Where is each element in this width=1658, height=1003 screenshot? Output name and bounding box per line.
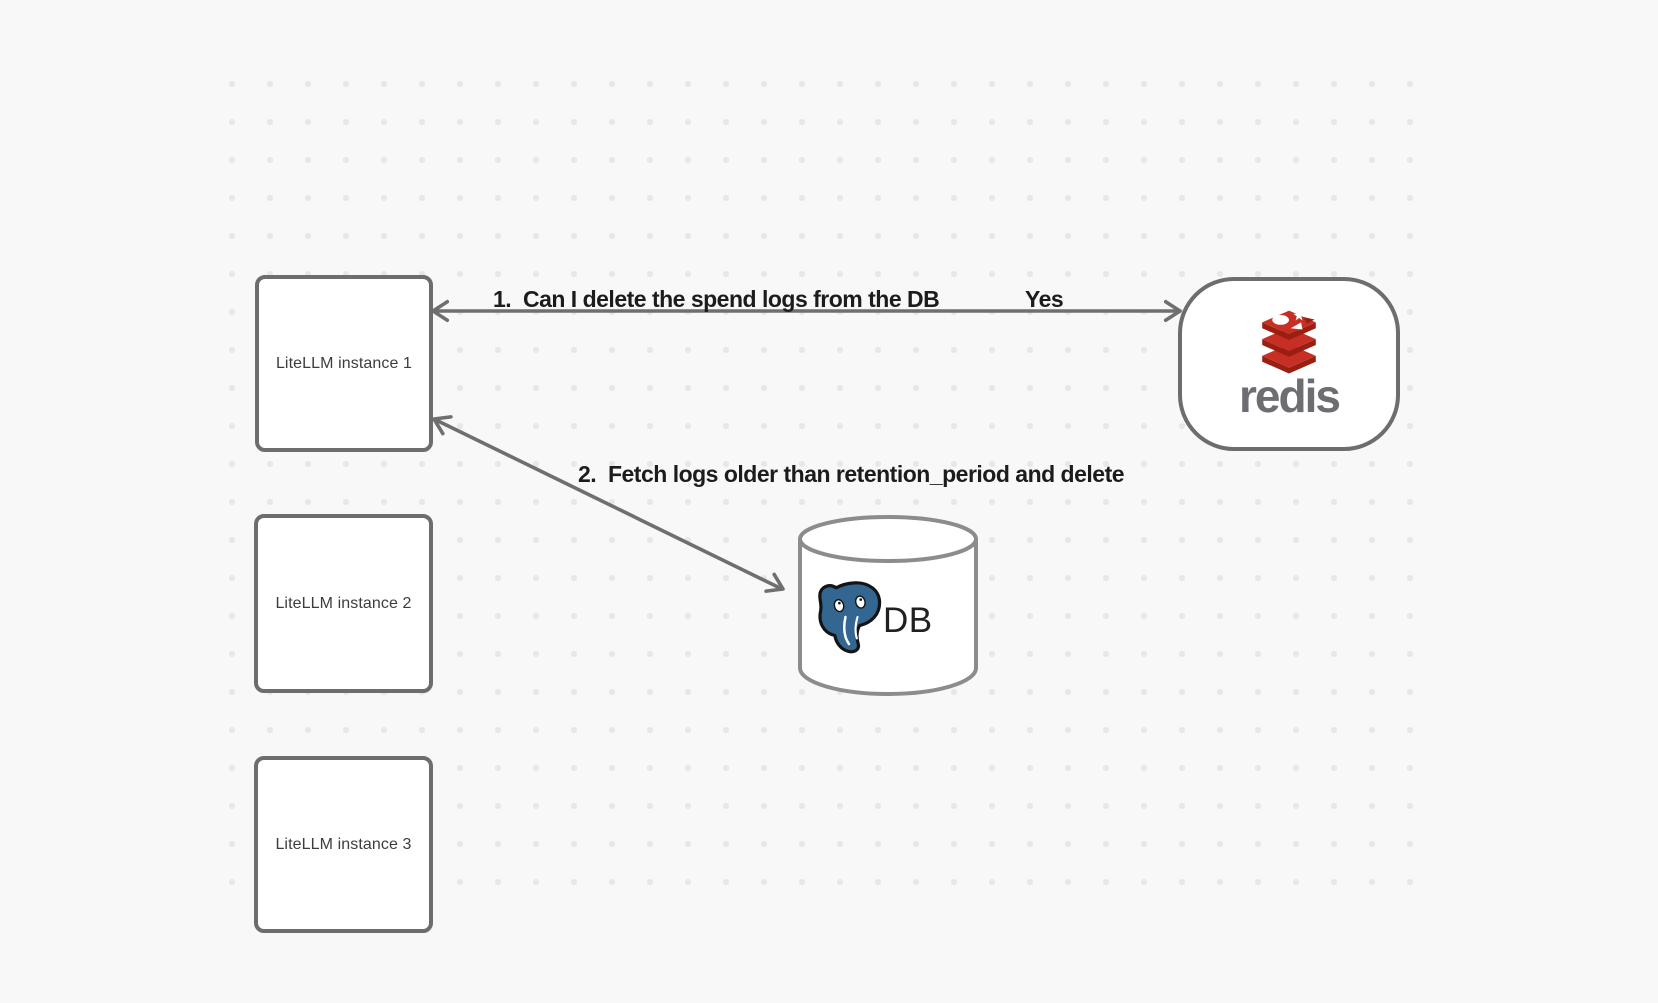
arrow-instance1-redis[interactable] (431, 299, 1182, 323)
node-label: LiteLLM instance 1 (275, 354, 413, 372)
node-database-cylinder[interactable] (796, 515, 980, 699)
edge-label-db-fetch[interactable]: 2. Fetch logs older than retention_perio… (578, 461, 1125, 487)
redis-wordmark: redis (1239, 370, 1341, 422)
db-label: DB (883, 601, 933, 640)
postgresql-logo-icon (818, 581, 882, 654)
edge-label-redis-answer[interactable]: Yes (1025, 286, 1064, 312)
node-litellm-instance-3[interactable]: LiteLLM instance 3 (254, 756, 433, 933)
node-redis[interactable]: redis (1178, 277, 1400, 451)
arrow-instance1-db[interactable] (432, 415, 785, 593)
edge-label-redis-query[interactable]: 1. Can I delete the spend logs from the … (493, 286, 940, 312)
node-litellm-instance-2[interactable]: LiteLLM instance 2 (254, 514, 433, 693)
node-label: LiteLLM instance 2 (275, 594, 412, 612)
redis-logo-icon (1262, 309, 1316, 374)
node-label: LiteLLM instance 3 (275, 835, 412, 853)
node-litellm-instance-1[interactable]: LiteLLM instance 1 (255, 275, 433, 452)
